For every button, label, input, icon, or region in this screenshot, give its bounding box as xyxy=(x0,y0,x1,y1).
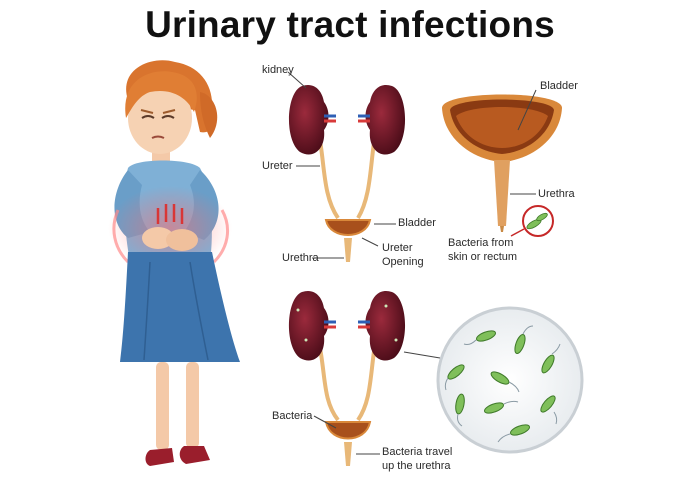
bacteria-in-callout xyxy=(526,212,548,230)
urinary-system-bottom xyxy=(288,290,441,466)
right-shoe xyxy=(179,446,210,464)
urethra-small-top xyxy=(344,238,352,262)
magnification-circle xyxy=(436,306,584,454)
pain-arc-right xyxy=(212,209,230,264)
right-eye xyxy=(161,115,175,119)
bladder-large-diagram xyxy=(442,89,562,237)
label-bacteria-from-line2: skin or rectum xyxy=(448,251,518,263)
bacteria-flagella xyxy=(444,325,561,443)
left-eye xyxy=(141,115,155,119)
left-hand xyxy=(142,227,174,249)
mouth xyxy=(151,135,165,139)
head xyxy=(128,82,192,154)
label-bladder-small: Bladder xyxy=(398,217,436,229)
kidney-right-top xyxy=(365,84,406,155)
label-urethra-small: Urethra xyxy=(282,252,319,264)
renal-vessels-top xyxy=(324,114,370,123)
bladder-small-bottom xyxy=(324,421,372,440)
woman-figure xyxy=(108,60,240,466)
renal-vessels-bottom xyxy=(324,320,370,329)
label-bladder-large: Bladder xyxy=(540,80,578,92)
bacteria-magnification xyxy=(436,306,584,454)
label-bacteria-from-line1: Bacteria from xyxy=(448,237,514,249)
ponytail xyxy=(200,92,218,138)
label-ureter: Ureter xyxy=(262,160,293,172)
kidney-left-top xyxy=(288,84,329,155)
urethra-small-bottom xyxy=(344,442,352,466)
label-ureter-opening-line2: Opening xyxy=(382,256,424,268)
left-brow xyxy=(140,109,154,114)
label-kidney: kidney xyxy=(262,64,294,76)
bacteria-cells xyxy=(447,330,556,436)
right-leg xyxy=(186,362,199,448)
hair-top xyxy=(125,71,197,118)
kidney-right-bottom xyxy=(365,290,406,361)
bladder-small-top xyxy=(324,219,372,236)
kidney-left-bottom xyxy=(288,290,329,361)
page-title: Urinary tract infections xyxy=(145,4,555,45)
label-ureter-opening-line1: Ureter xyxy=(382,242,413,254)
left-shoe xyxy=(145,448,174,466)
skirt xyxy=(120,252,240,362)
urinary-system-top xyxy=(287,71,406,262)
left-leg xyxy=(156,362,169,450)
label-bacteria-travel-line1: Bacteria travel xyxy=(382,446,453,458)
label-bacteria-travel-line2: up the urethra xyxy=(382,460,451,472)
urethra-large xyxy=(494,160,510,226)
right-hand xyxy=(166,229,198,251)
right-brow xyxy=(162,109,176,114)
pain-marks xyxy=(156,204,184,224)
label-urethra-large: Urethra xyxy=(538,188,575,200)
pain-arc-left xyxy=(112,209,130,264)
pain-glow xyxy=(108,186,232,270)
label-bacteria: Bacteria xyxy=(272,410,313,422)
